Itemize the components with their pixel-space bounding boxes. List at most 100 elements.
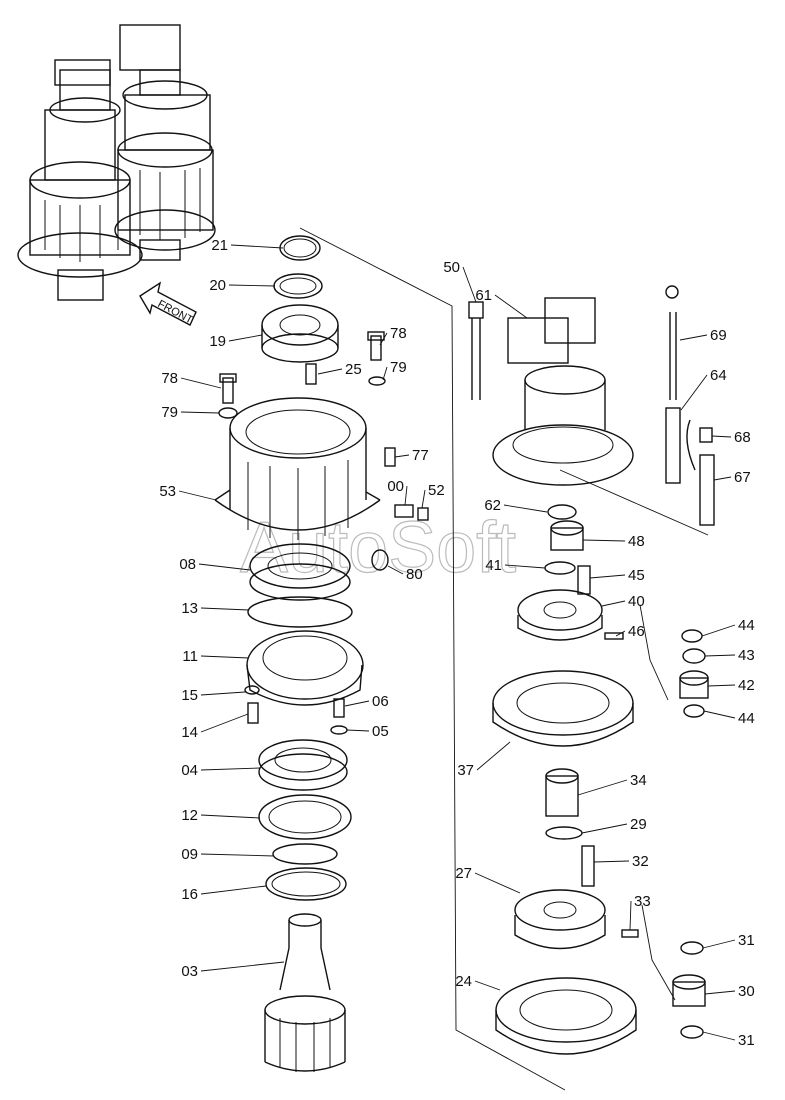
part-number-label: 13	[181, 600, 198, 617]
part-number-label: 24	[455, 973, 472, 990]
part-number-label: 46	[628, 623, 645, 640]
part-number-label: 62	[484, 497, 501, 514]
part-number-label: 05	[372, 723, 389, 740]
leader-line	[701, 624, 736, 637]
part-number-label: 06	[372, 693, 389, 710]
part-number-label: 25	[345, 361, 362, 378]
leader-line	[679, 334, 708, 341]
leader-line	[198, 563, 251, 571]
leader-line	[474, 872, 521, 894]
leader-line	[382, 366, 388, 381]
part-number-label: 44	[738, 617, 755, 634]
leader-line	[200, 713, 249, 733]
part-number-label: 37	[457, 762, 474, 779]
part-number-label: 32	[632, 853, 649, 870]
leader-line	[462, 266, 477, 303]
leader-line	[387, 565, 404, 575]
leader-line	[200, 767, 261, 771]
leader-line	[379, 332, 388, 346]
front-arrow-label: FRONT	[156, 298, 195, 327]
leader-line	[704, 654, 736, 657]
leader-line	[713, 476, 732, 481]
leader-line	[702, 1031, 736, 1041]
part-number-label: 31	[738, 1032, 755, 1049]
leader-line	[615, 630, 626, 637]
part-number-label: 45	[628, 567, 645, 584]
part-number-label: 27	[455, 865, 472, 882]
leader-line	[228, 334, 263, 342]
leader-line	[601, 600, 626, 607]
leader-line	[704, 990, 736, 995]
part-number-label: 68	[734, 429, 751, 446]
leader-line	[582, 539, 626, 542]
leader-line	[702, 939, 736, 949]
leader-line	[680, 374, 708, 411]
part-number-label: 00	[387, 478, 404, 495]
part-number-label: 14	[181, 724, 198, 741]
part-number-label: 43	[738, 647, 755, 664]
leader-line	[180, 377, 222, 389]
leader-line	[421, 489, 426, 509]
part-number-label: 09	[181, 846, 198, 863]
part-number-label: 34	[630, 772, 647, 789]
leader-line	[200, 885, 267, 895]
leader-line	[503, 504, 548, 513]
part-number-label: 16	[181, 886, 198, 903]
part-number-label: 19	[209, 333, 226, 350]
leader-line	[178, 490, 217, 501]
part-number-label: 48	[628, 533, 645, 550]
part-number-label: 40	[628, 593, 645, 610]
part-number-label: 21	[211, 237, 228, 254]
leader-line	[593, 860, 630, 863]
part-number-label: 44	[738, 710, 755, 727]
leader-line	[230, 244, 284, 249]
leader-line	[707, 684, 736, 687]
leader-line	[346, 729, 370, 732]
leader-line	[180, 411, 220, 414]
part-number-label: 41	[485, 557, 502, 574]
part-number-label: 78	[390, 325, 407, 342]
leader-line	[589, 574, 626, 579]
part-number-label: 15	[181, 687, 198, 704]
part-number-label: 03	[181, 963, 198, 980]
assembly-overview-illustration: FRONT	[17, 24, 216, 327]
leader-line	[200, 814, 261, 819]
leader-line	[476, 741, 511, 771]
part-number-label: 30	[738, 983, 755, 1000]
part-number-label: 78	[161, 370, 178, 387]
leader-line	[703, 710, 736, 719]
part-number-label: 77	[412, 447, 429, 464]
part-number-label: 80	[406, 566, 423, 583]
leader-line	[711, 435, 732, 438]
watermark: AutoSoft	[240, 508, 516, 588]
part-number-label: 04	[181, 762, 198, 779]
leader-line	[474, 980, 501, 991]
leader-line	[577, 779, 628, 796]
leader-line	[394, 454, 410, 458]
leader-line	[404, 485, 408, 506]
part-number-label: 12	[181, 807, 198, 824]
part-number-label: 69	[710, 327, 727, 344]
leader-line	[581, 823, 628, 834]
part-number-label: 79	[390, 359, 407, 376]
leader-line	[200, 607, 250, 611]
part-number-label: 20	[209, 277, 226, 294]
leader-line	[228, 284, 276, 287]
leader-line	[344, 700, 370, 707]
leader-line	[504, 564, 546, 569]
assembly-bracket-lines	[299, 227, 709, 1091]
leader-line	[200, 961, 285, 972]
part-number-label: 61	[475, 287, 492, 304]
part-number-label: 64	[710, 367, 727, 384]
part-number-label: 42	[738, 677, 755, 694]
part-number-label: 50	[443, 259, 460, 276]
part-number-label: 33	[634, 893, 651, 910]
leader-line	[494, 294, 528, 319]
part-number-label: 11	[182, 648, 198, 665]
part-number-label: 08	[179, 556, 196, 573]
right-column-parts	[468, 285, 715, 1055]
part-number-label: 52	[428, 482, 445, 499]
leader-lines	[178, 244, 736, 1041]
